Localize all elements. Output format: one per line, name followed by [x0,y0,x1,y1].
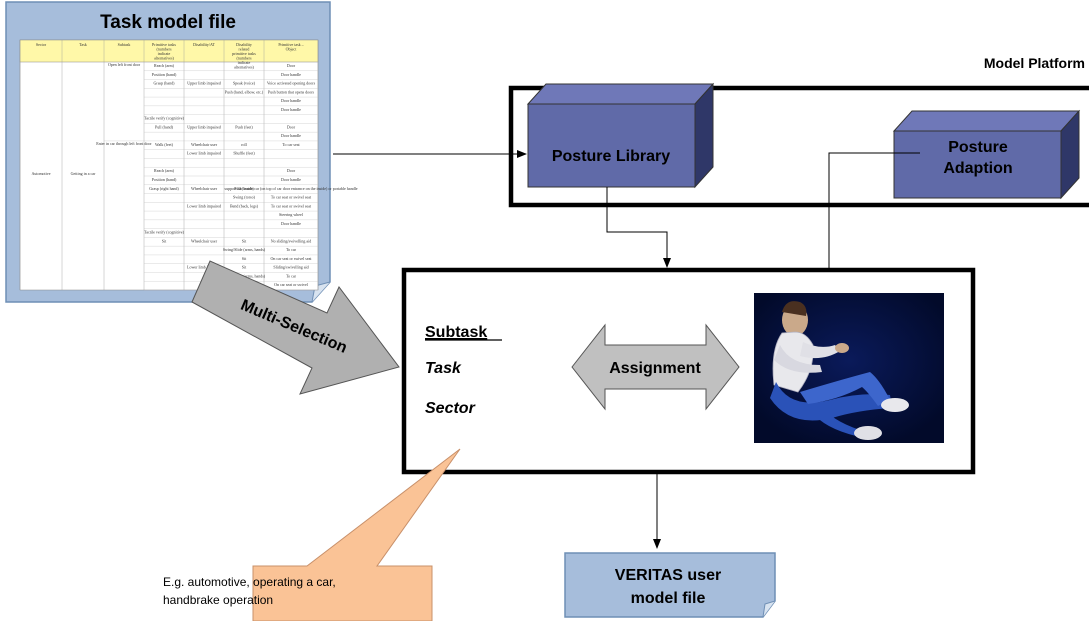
table-cell: Sit [242,256,247,261]
arrow-adaption-to-figure [825,152,920,293]
table-cell: Tactile verify (cognitive) [144,116,185,121]
table-cell: Push (feet) [235,124,253,129]
task-file-title: Task model file [100,12,236,33]
table-header-cell: Subtask [118,42,131,47]
table-cell: Wheelchair user [191,238,218,243]
table-cell: support bar inside car (on top of car do… [225,186,358,191]
table-cell: No sliding/swivelling aid [271,238,311,243]
table-cell: Pull (hands) [234,186,254,191]
posture-adaption-label-line2: Adaption [943,160,1012,177]
table-cell: To car seat or swivel seat [271,195,312,200]
table-cell: On car seat or swivel [274,282,309,287]
table-header-cell: Primitive task –Object [278,42,304,52]
table-cell: Door handle [281,72,301,77]
table-cell: Shuffle (feet) [233,151,255,156]
output-file-line2: model file [631,590,706,607]
task-label: Task [425,360,462,377]
table-cell: Lower limb impaired [187,265,221,270]
posture-library-label: Posture Library [552,148,670,165]
subtask-label: Subtask [425,324,487,341]
posture-adaption-label-line1: Posture [948,139,1008,156]
table-header-cell: Sector [36,42,47,47]
table-cell: Voice activated opening doors [267,81,316,86]
example-callout: E.g. automotive, operating a car, handbr… [163,448,461,621]
table-cell: Position (hand) [152,72,177,77]
table-cell: Sit [242,265,247,270]
table-cell: Door handle [281,98,301,103]
table-cell: Door [287,124,296,129]
posture-library-block: Posture Library [526,82,715,189]
task-table-page [19,39,319,291]
table-subtask-cell: Enter in car through left front door [96,141,152,146]
table-cell: Swing (torso) [233,195,256,200]
assignment-arrow: Assignment [571,323,740,411]
veritas-user-model-file: VERITAS user model file [564,552,776,618]
table-cell: Upper limb impaired [187,124,221,129]
table-cell: To car seat [282,142,300,147]
table-cell: Door handle [281,133,301,138]
table-cell: Bend (back, legs) [230,203,259,209]
table-cell: Wheelchair user [191,142,218,147]
table-cell: Door handle [281,107,301,112]
seated-human-model-image [754,293,944,443]
table-cell: Tactile verify (cognitive) [144,230,185,235]
table-cell: Door [287,63,296,68]
table-cell: Lower limb impaired [187,203,221,208]
table-cell: Grasp (hand) [154,81,176,86]
callout-line1: E.g. automotive, operating a car, [163,575,336,589]
table-cell: Upper limb impaired [187,81,221,86]
table-cell: Door [287,168,296,173]
table-cell: Walk (feet) [155,142,174,147]
table-cell: To car seat or swivel seat [271,203,312,208]
table-header-cell: Disability/AT [193,42,215,47]
sector-label: Sector [425,400,476,417]
table-cell: Lower limb impaired [187,151,221,156]
table-cell: Sliding/swivelling aid [273,265,308,270]
table-cell: Wheelchair user [191,186,218,191]
table-cell: Grasp (right hand) [149,186,179,191]
table-cell: To car [286,247,297,252]
table-cell: Sit [242,238,247,243]
table-cell: Pull (hand) [155,124,174,129]
output-file-line1: VERITAS user [615,567,721,584]
table-cell: Speak (voice) [233,81,256,86]
callout-line2: handbrake operation [163,593,273,607]
table-cell: roll [241,142,247,147]
table-cell: Push (hand, elbow, etc.) [225,89,264,95]
arrow-library-to-main [606,187,671,268]
table-cell: To car [286,273,297,278]
table-cell: Door handle [281,177,301,182]
table-cell: Door handle [281,221,301,226]
assignment-label: Assignment [609,360,701,377]
model-platform-label: Model Platform [984,55,1085,71]
table-cell: Position (hand) [152,177,177,182]
table-header-cell: Task [79,42,87,47]
table-cell: Push button that opens doors [268,89,315,94]
table-task-cell: Getting in a car [71,171,96,176]
table-cell: Reach (arm) [154,168,175,173]
table-cell: On car seat or swivel seat [271,256,313,261]
posture-adaption-block: Posture Adaption [892,109,1081,200]
table-cell: Reach (arm) [154,63,175,68]
table-cell: Swing/Slide (arms, hands) [223,247,266,253]
task-model-file: Task model file Sector Task Subtask Primiti… [5,1,358,303]
table-cell: Sit [162,238,167,243]
table-sector-cell: Automotive [31,171,50,176]
table-subtask-cell: Open left front door [108,62,141,67]
table-cell: Steering wheel [279,212,304,217]
